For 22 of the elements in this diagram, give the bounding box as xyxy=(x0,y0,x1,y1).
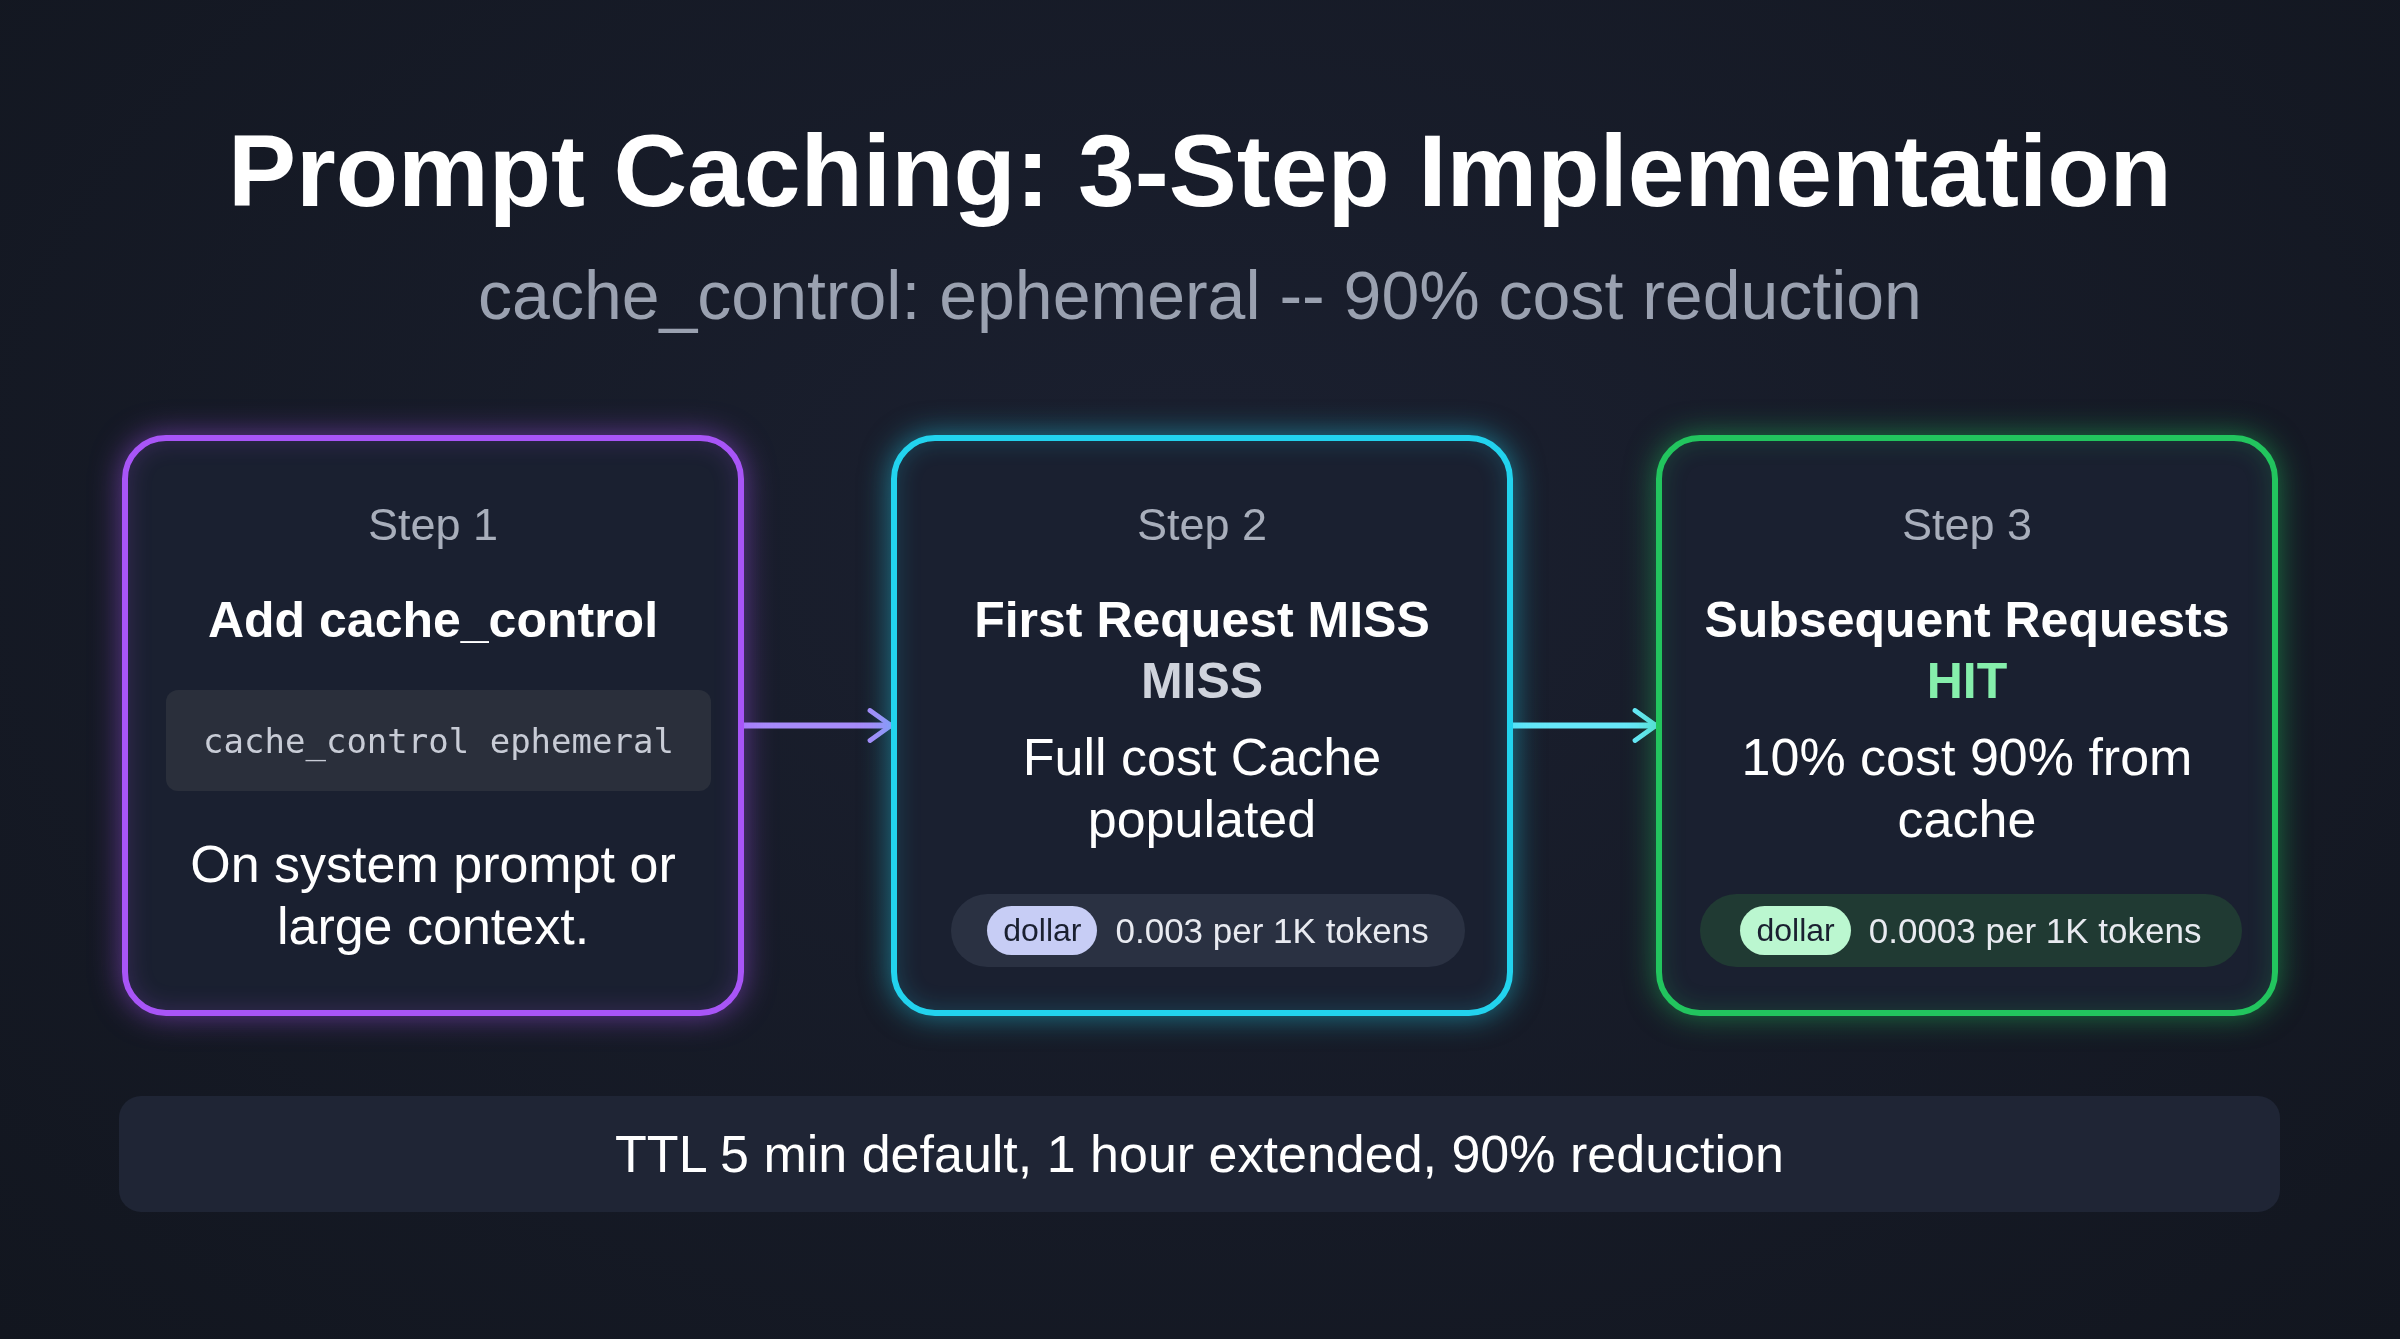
status-label: HIT xyxy=(1925,652,2009,711)
step-label: Step 1 xyxy=(366,498,500,552)
step-card xyxy=(891,435,1513,1016)
subtitle: cache_control: ephemeral -- 90% cost reduction xyxy=(477,256,1923,334)
step-label: Step 3 xyxy=(1900,498,2034,552)
price-text: 0.003 per 1K tokens xyxy=(1115,910,1429,951)
step-heading: First Request MISS xyxy=(973,591,1431,650)
step-description: 10% cost 90% from cache xyxy=(1740,726,2194,850)
note-bar: TTL 5 min default, 1 hour extended, 90% reduction xyxy=(119,1096,2280,1212)
dollar-badge: dollar xyxy=(987,906,1098,955)
step-card xyxy=(122,435,744,1016)
step-heading: Add cache_control xyxy=(206,591,660,650)
dollar-badge: dollar xyxy=(1740,906,1851,955)
step-heading: Subsequent Requests xyxy=(1703,591,2231,650)
status-label: MISS xyxy=(1139,652,1265,711)
step-description: Full cost Cache populated xyxy=(1021,726,1383,850)
step-description: On system prompt or large context. xyxy=(189,833,677,957)
price-text: 0.0003 per 1K tokens xyxy=(1868,910,2202,951)
step-card xyxy=(1656,435,2278,1016)
step-label: Step 2 xyxy=(1135,498,1269,552)
title: Prompt Caching: 3-Step Implementation xyxy=(227,112,2173,230)
code-snippet: cache_control ephemeral xyxy=(166,690,711,791)
